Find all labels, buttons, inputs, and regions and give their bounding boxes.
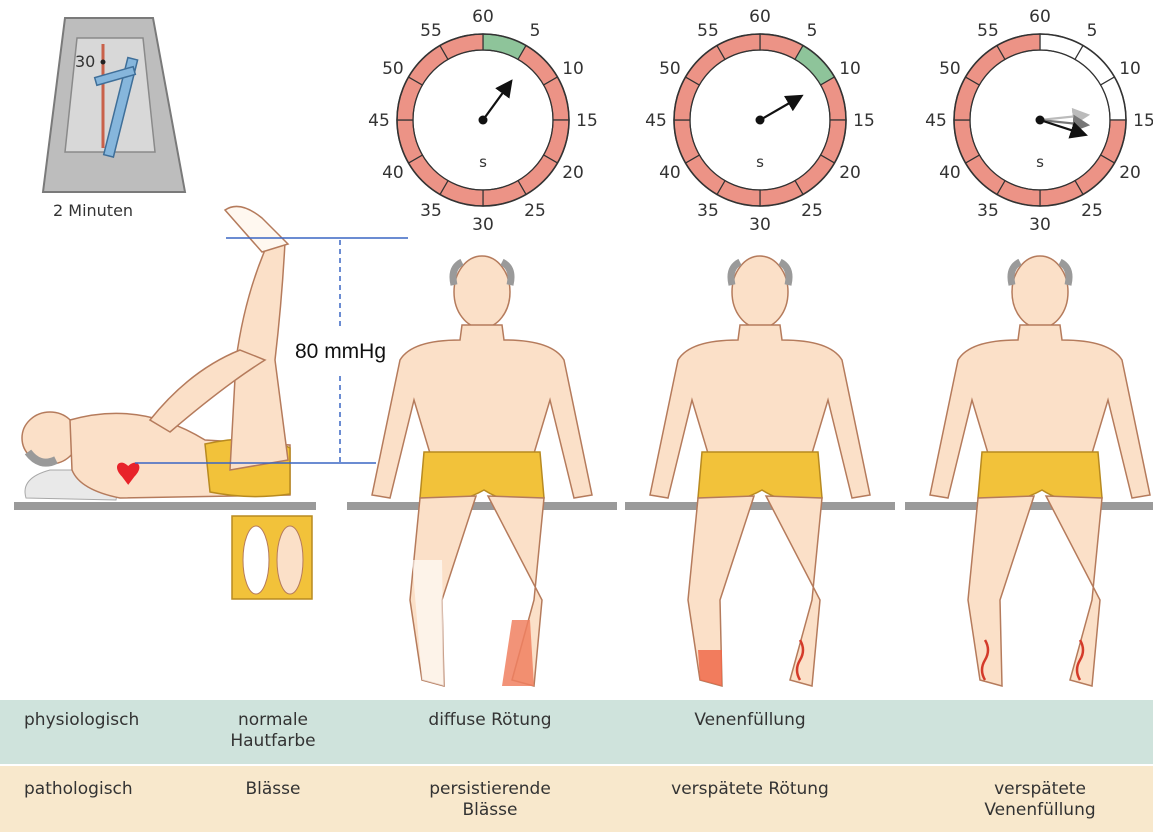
shorts — [978, 452, 1102, 502]
seated-man-3 — [905, 256, 1153, 686]
redness — [502, 620, 534, 686]
right-leg — [766, 496, 822, 686]
physiological-row: physiologisch normale Hautfarbe diffuse … — [0, 700, 1153, 764]
examination-table — [14, 502, 316, 510]
pathological-row: pathologisch Blässe persistierende Bläss… — [0, 766, 1153, 832]
foot — [225, 206, 288, 252]
lying-patient — [14, 206, 316, 510]
row-label-physiological: physiologisch — [24, 710, 139, 731]
row-label-pathological: pathologisch — [24, 779, 133, 800]
pathological-col4: verspätete Venenfüllung — [945, 779, 1135, 821]
right-leg — [1046, 496, 1102, 686]
feet-inset — [232, 516, 312, 599]
bench-bar — [625, 502, 895, 510]
left-leg — [968, 496, 1034, 686]
seated-man-1 — [347, 256, 617, 686]
pressure-label: 80 mmHg — [295, 340, 386, 364]
head — [1012, 256, 1068, 328]
head — [454, 256, 510, 328]
physiological-col2: diffuse Rötung — [390, 710, 590, 731]
pathological-col3: verspätete Rötung — [650, 779, 850, 800]
shorts — [420, 452, 544, 502]
pathological-col2: persistierende Blässe — [390, 779, 590, 821]
physiological-col3: Venenfüllung — [660, 710, 840, 731]
seated-man-2 — [625, 256, 895, 686]
head — [732, 256, 788, 328]
pathological-col1: Blässe — [208, 779, 338, 800]
bench-bar — [347, 502, 617, 510]
shorts — [698, 452, 822, 502]
physiological-col1: normale Hautfarbe — [208, 710, 338, 752]
figure-illustration — [0, 0, 1153, 700]
